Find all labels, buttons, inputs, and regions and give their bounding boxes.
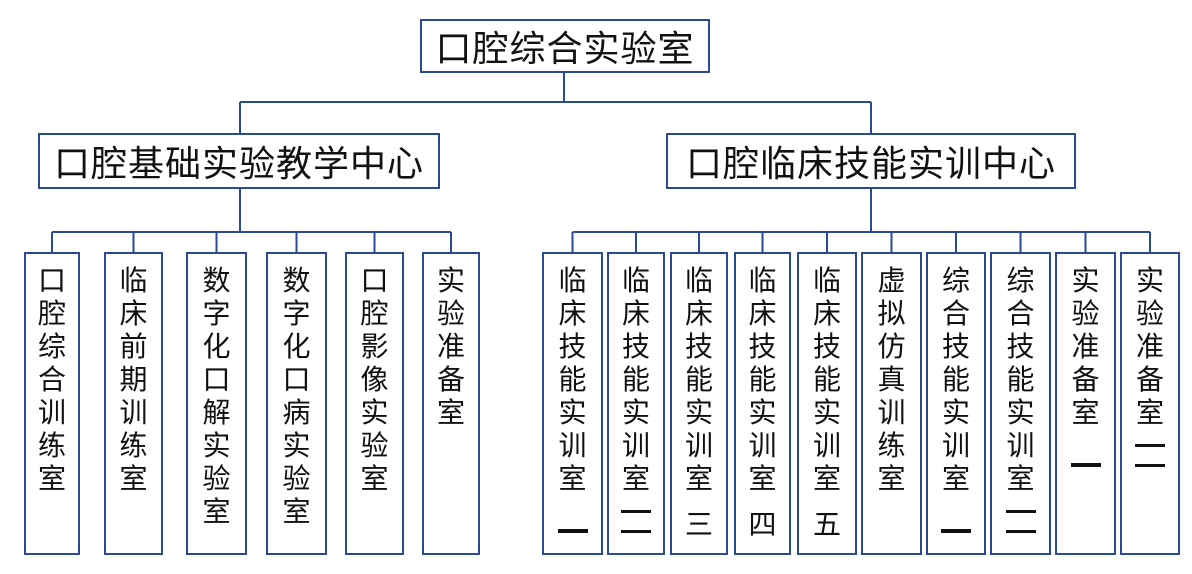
- room-number: 五: [812, 508, 841, 541]
- room-number: [1135, 444, 1165, 467]
- room-label: 临床技能实训室: [684, 264, 713, 495]
- room-node: 实验准备室: [422, 252, 480, 555]
- room-label: 虚拟仿真训练室: [877, 264, 906, 495]
- room-label: 综合技能实训室: [941, 264, 970, 495]
- room-node: 临床前期训练室: [104, 252, 163, 555]
- room-label: 数字化口病实验室: [282, 264, 311, 528]
- room-node: 临床技能实训室四: [734, 252, 791, 555]
- room-label: 实验准备室: [1135, 264, 1164, 429]
- room-label: 临床技能实训室: [748, 264, 777, 495]
- room-number: [1070, 463, 1101, 467]
- room-label: 口腔影像实验室: [360, 264, 389, 495]
- room-label: 口腔综合训练室: [37, 264, 66, 495]
- room-number: 四: [748, 508, 777, 541]
- room-number: 三: [684, 508, 713, 541]
- room-node: 临床技能实训室三: [670, 252, 728, 555]
- room-number: [621, 510, 651, 533]
- room-node: 综合技能实训室: [990, 252, 1051, 555]
- root-node: 口腔综合实验室: [420, 19, 710, 73]
- room-number: [941, 529, 971, 533]
- room-label: 综合技能实训室: [1006, 264, 1035, 495]
- room-number: [557, 529, 588, 533]
- room-label: 数字化口解实验室: [202, 264, 231, 528]
- room-node: 数字化口病实验室: [266, 252, 327, 555]
- room-node: 口腔综合训练室: [24, 252, 80, 555]
- room-node: 口腔影像实验室: [345, 252, 404, 555]
- center-label: 口腔基础实验教学中心: [53, 144, 424, 185]
- center-node-basic: 口腔基础实验教学中心: [38, 133, 440, 189]
- room-node: 综合技能实训室: [926, 252, 986, 555]
- room-number: [1005, 510, 1036, 533]
- room-label: 临床技能实训室: [812, 264, 841, 495]
- room-label: 临床技能实训室: [558, 264, 587, 495]
- center-label: 口腔临床技能实训中心: [685, 144, 1056, 185]
- room-node: 临床技能实训室: [542, 252, 603, 555]
- room-label: 临床技能实训室: [621, 264, 650, 495]
- center-node-clinical: 口腔临床技能实训中心: [666, 133, 1076, 189]
- room-label: 实验准备室: [436, 264, 465, 429]
- room-node: 数字化口解实验室: [186, 252, 247, 555]
- room-node: 实验准备室: [1120, 252, 1180, 555]
- room-node: 实验准备室: [1055, 252, 1116, 555]
- room-label: 临床前期训练室: [119, 264, 148, 495]
- room-node: 临床技能实训室五: [797, 252, 857, 555]
- room-node: 临床技能实训室: [607, 252, 665, 555]
- root-label: 口腔综合实验室: [435, 29, 695, 70]
- room-label: 实验准备室: [1071, 264, 1100, 429]
- room-node: 虚拟仿真训练室: [861, 252, 922, 555]
